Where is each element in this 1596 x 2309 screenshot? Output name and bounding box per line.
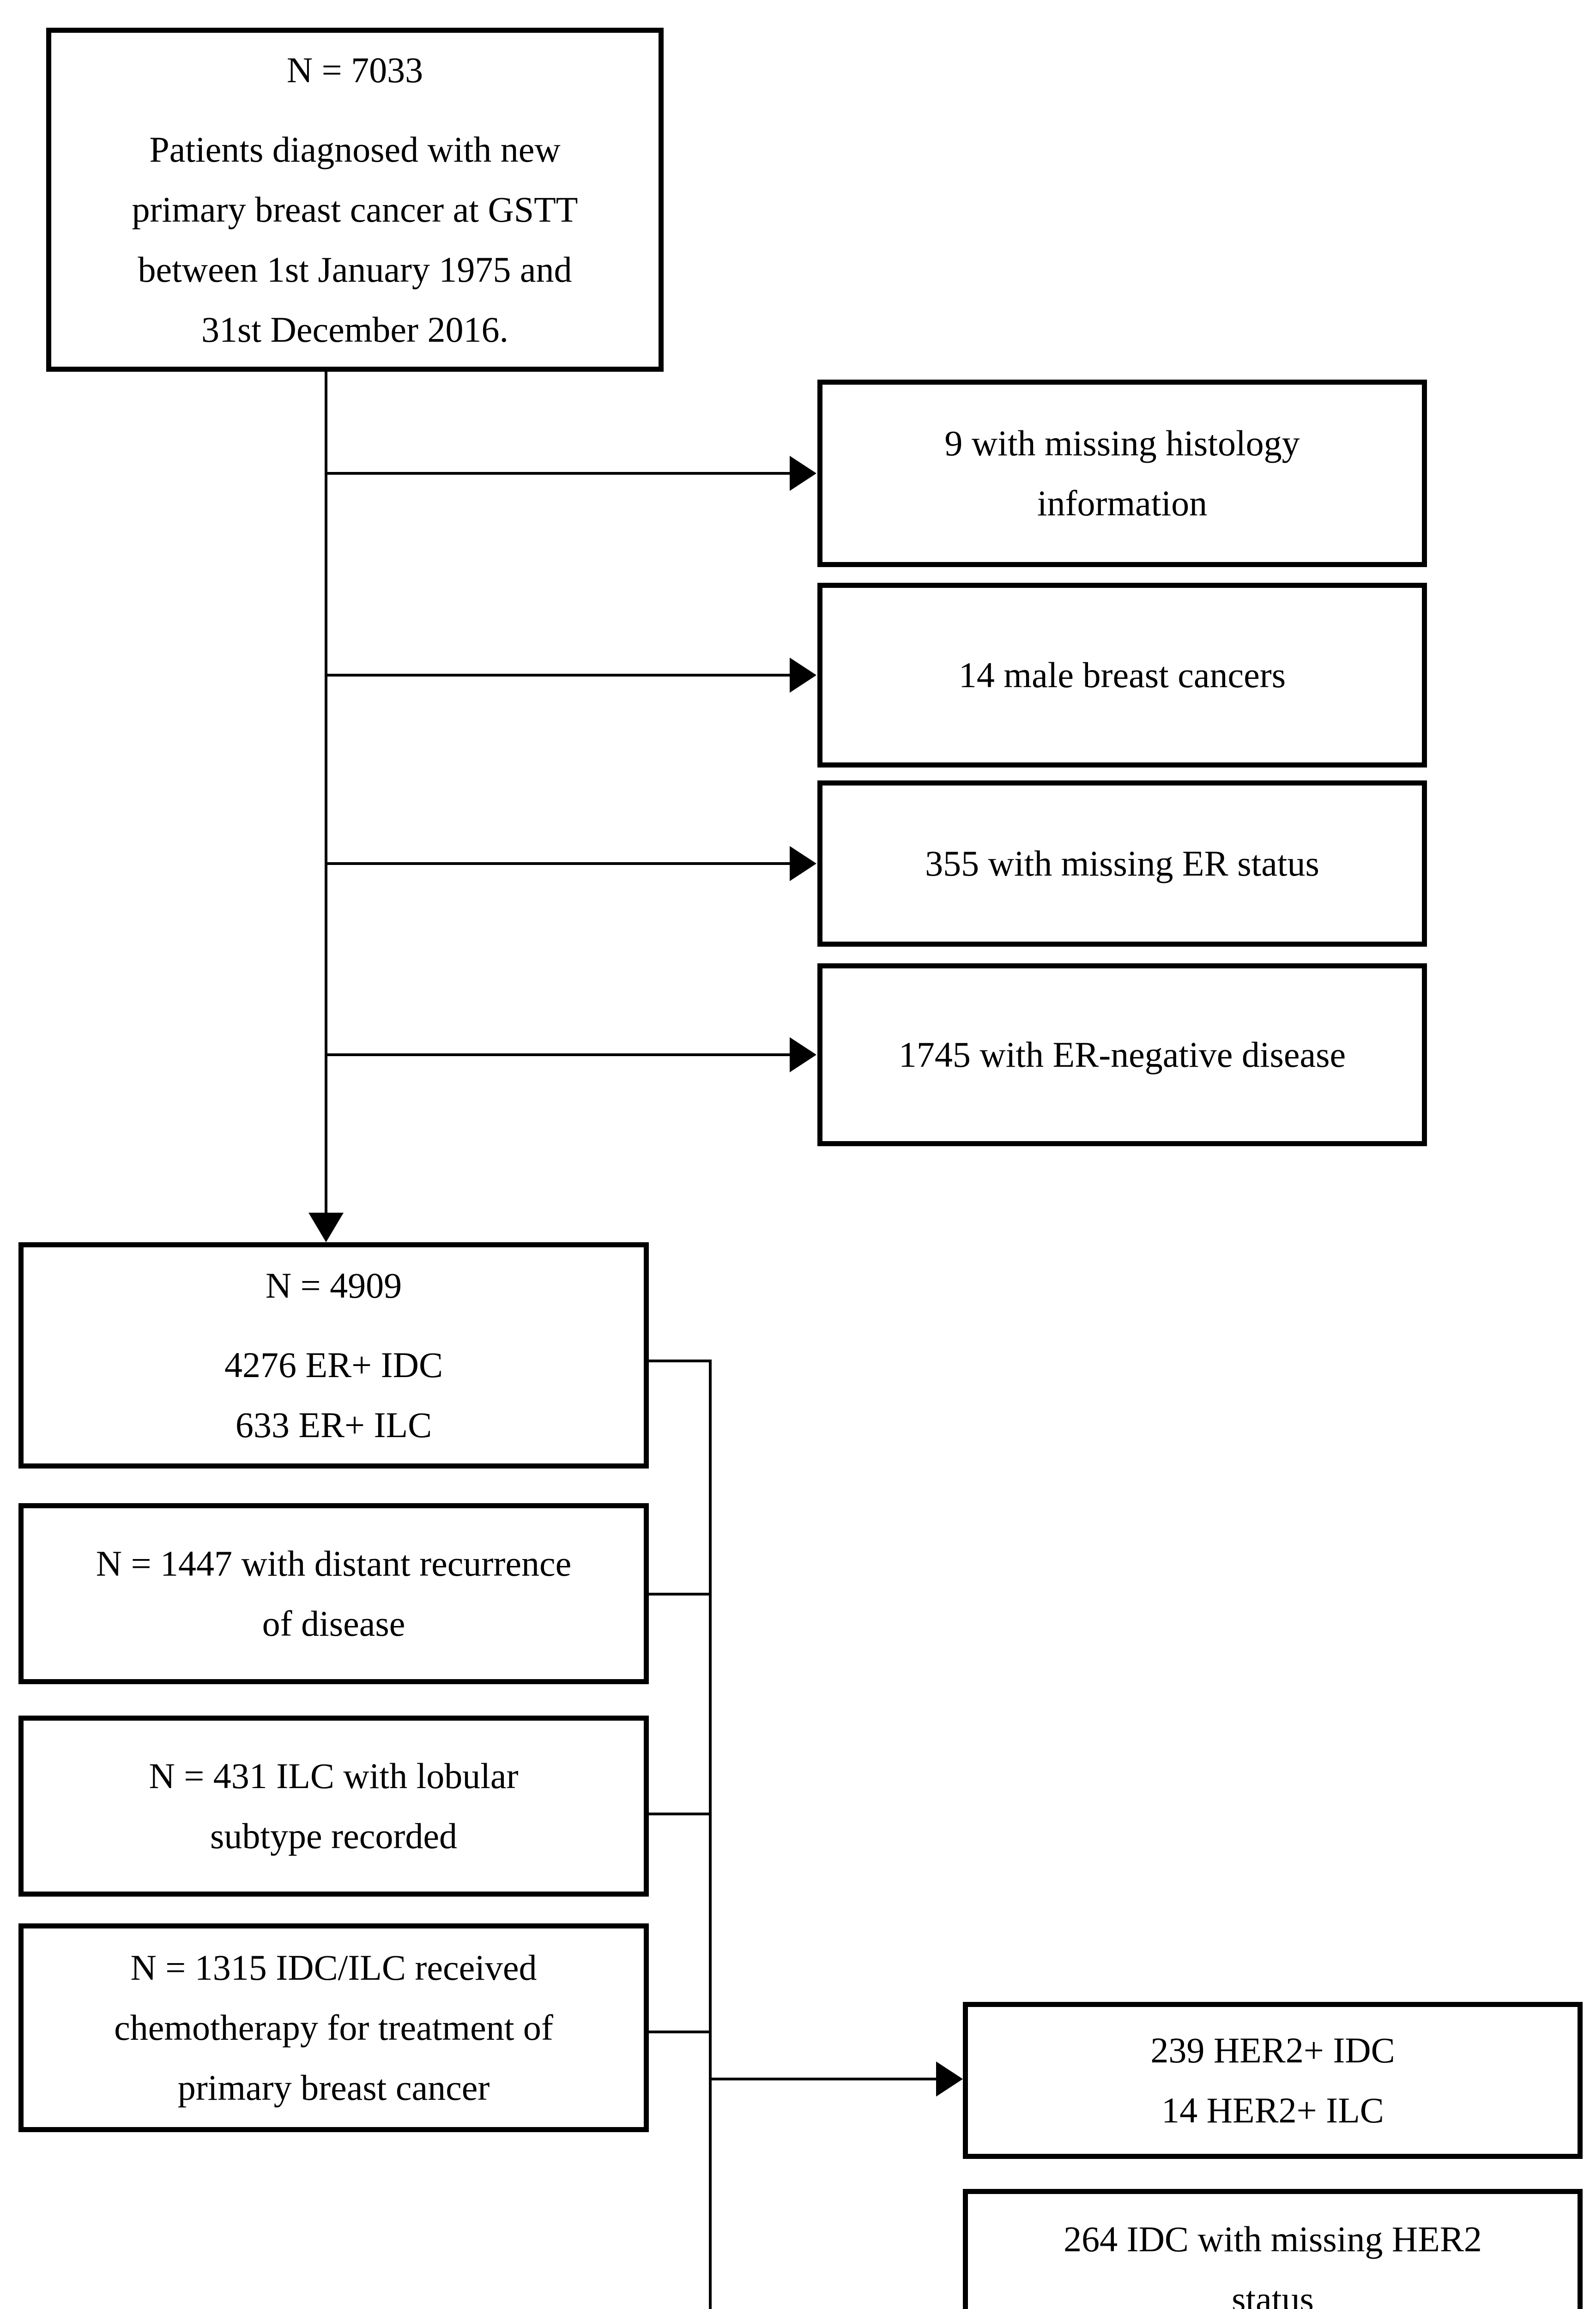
box-text-line: 633 ER+ ILC — [235, 1405, 432, 1445]
arrowhead-missing-histology-icon — [790, 456, 816, 491]
box-text-line: 264 IDC with missing HER2 — [1064, 2219, 1482, 2259]
arrowhead-male-cancers-icon — [790, 658, 816, 693]
connector-to-er-negative — [326, 1053, 791, 1056]
arrowhead-down-cohort-icon — [308, 1213, 344, 1242]
stub-distant-recurrence — [649, 1593, 712, 1596]
box-text-line: of disease — [262, 1603, 405, 1644]
box-text-line: primary breast cancer — [177, 2067, 490, 2108]
connector-to-missing-er — [326, 862, 791, 865]
box-text-line: 355 with missing ER status — [925, 843, 1319, 883]
stub-lobular-subtype — [649, 1813, 712, 1815]
arrowhead-er-negative-icon — [790, 1037, 816, 1072]
box-missing-histology: 9 with missing histology information — [817, 380, 1427, 567]
box-text-line: information — [1037, 483, 1208, 523]
connector-right-spine — [709, 1360, 712, 2309]
stub-cohort-4909 — [649, 1360, 712, 1362]
box-her2-missing: 264 IDC with missing HER2status11 ILC wi… — [963, 2189, 1583, 2309]
box-chemotherapy-1315: N = 1315 IDC/ILC received chemotherapy fo… — [18, 1923, 649, 2132]
box-text-line: N = 4909 — [265, 1265, 402, 1306]
box-text-line: N = 7033 — [286, 49, 423, 90]
box-text-line: 9 with missing histology — [944, 423, 1300, 463]
arrowhead-missing-er-icon — [790, 846, 816, 881]
connector-to-her2-positive — [712, 2078, 937, 2080]
box-text-line: subtype recorded — [210, 1816, 457, 1856]
box-text-line: 14 male breast cancers — [958, 655, 1286, 695]
box-lobular-subtype: N = 431 ILC with lobular subtype recorded — [18, 1716, 649, 1897]
box-missing-er-status: 355 with missing ER status — [817, 780, 1427, 947]
box-distant-recurrence: N = 1447 with distant recurrence of disea… — [18, 1503, 649, 1684]
box-her2-positive: 239 HER2+ IDC 14 HER2+ ILC — [963, 2002, 1583, 2159]
box-male-breast-cancers: 14 male breast cancers — [817, 583, 1427, 768]
box-text-line: status — [1232, 2279, 1314, 2309]
box-text-line: N = 1315 IDC/ILC received — [130, 1947, 537, 1988]
box-text-line: 239 HER2+ IDC — [1150, 2030, 1395, 2070]
box-text-line: 14 HER2+ ILC — [1161, 2090, 1384, 2130]
connector-to-missing-histology — [326, 472, 791, 475]
box-text-line: primary breast cancer at GSTT — [132, 189, 578, 230]
box-cohort-4909: N = 4909 4276 ER+ IDC 633 ER+ ILC — [18, 1242, 649, 1469]
box-text-line: 1745 with ER-negative disease — [898, 1034, 1346, 1075]
box-text-line: N = 1447 with distant recurrence — [96, 1543, 572, 1584]
box-text-line: N = 431 ILC with lobular — [149, 1756, 519, 1796]
connector-to-male-cancers — [326, 674, 791, 677]
box-text-line: chemotherapy for treatment of — [114, 2007, 553, 2048]
box-text-line: 31st December 2016. — [201, 309, 508, 350]
connector-total-to-cohort — [325, 372, 327, 1215]
stub-chemotherapy-1315 — [649, 2031, 712, 2033]
box-text-line: 4276 ER+ IDC — [224, 1345, 443, 1385]
arrowhead-her2-positive-icon — [936, 2061, 963, 2097]
box-text-line: between 1st January 1975 and — [138, 249, 572, 290]
box-text-line: Patients diagnosed with new — [149, 129, 561, 169]
box-er-negative-disease: 1745 with ER-negative disease — [817, 963, 1427, 1146]
